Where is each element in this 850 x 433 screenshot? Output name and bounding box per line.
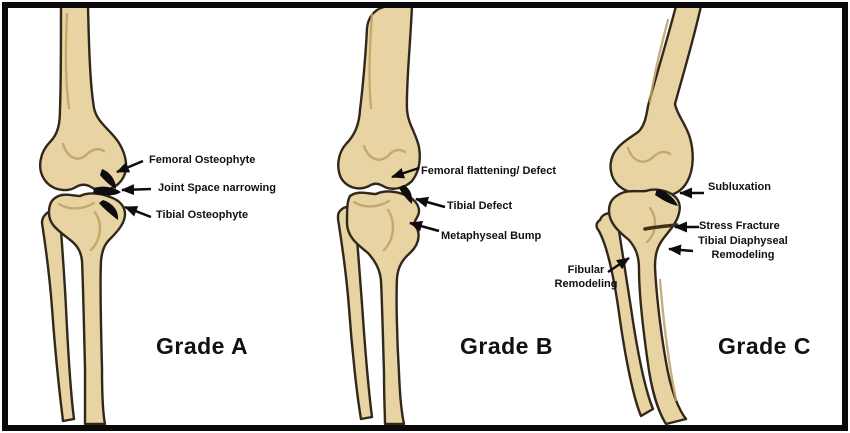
femoral-flattening-arrow <box>391 166 420 179</box>
tibia-shaft-shading <box>658 278 678 402</box>
fibula-bone <box>40 209 76 423</box>
grade-c-label: Grade C <box>718 333 811 359</box>
leg-illustration-grade-b <box>336 4 421 426</box>
tibial-osteophyte-arrow <box>124 205 152 219</box>
tibia-plateau-shading <box>57 201 96 210</box>
tibial-defect-mark <box>399 185 413 204</box>
femur-bone <box>609 4 703 197</box>
tibia-bone <box>47 192 127 426</box>
joint-space-mark <box>93 186 121 196</box>
annotation-tibial-osteophyte: Tibial Osteophyte <box>156 209 249 221</box>
tibial-defect-arrow <box>415 196 446 209</box>
femur-shaft-shading <box>64 12 71 110</box>
femoral-osteophyte-mark <box>100 169 116 189</box>
tibia-plateau-shading <box>352 199 391 208</box>
femur-shading <box>362 144 407 161</box>
femur-bone <box>337 4 421 190</box>
femur-shading <box>626 146 672 163</box>
annotation-tibial-diaphyseal-remodeling: Tibial Diaphyseal Remodeling <box>698 235 788 261</box>
tibial-diaphyseal-arrow <box>668 244 694 256</box>
femur-bone <box>38 4 128 192</box>
annotation-arrows <box>116 159 704 274</box>
leg-illustration-grade-a <box>38 4 128 426</box>
annotation-subluxation: Subluxation <box>708 181 771 193</box>
annotation-metaphyseal-bump: Metaphyseal Bump <box>441 230 542 242</box>
annotation-stress-fracture: Stress Fracture <box>699 220 780 232</box>
leg-illustration-grade-c <box>595 4 703 426</box>
metaphyseal-bump-arrow <box>409 220 440 233</box>
tibia-shading <box>382 208 395 252</box>
tibial-osteophyte-mark <box>99 200 119 220</box>
annotation-tibial-defect: Tibial Defect <box>447 200 513 212</box>
annotation-femoral-flattening-defect: Femoral flattening/ Defect <box>421 165 557 177</box>
annotation-fibular-remodeling: Fibular Remodeling <box>554 264 618 290</box>
femur-shading <box>61 142 106 160</box>
fibular-remodeling-arrow <box>607 256 630 274</box>
grade-a-label: Grade A <box>156 333 249 359</box>
tibia-bone <box>607 188 688 426</box>
grade-b-label: Grade B <box>460 333 553 359</box>
joint-space-arrow <box>121 184 152 196</box>
femur-shaft-shading <box>648 18 670 104</box>
annotation-joint-space-narrowing: Joint Space narrowing <box>158 182 276 194</box>
subluxation-mark <box>655 189 678 206</box>
femur-shaft-shading <box>368 12 374 110</box>
tibia-shading <box>89 210 102 252</box>
femoral-osteophyte-arrow <box>116 159 144 174</box>
annotation-femoral-osteophyte: Femoral Osteophyte <box>149 154 256 166</box>
